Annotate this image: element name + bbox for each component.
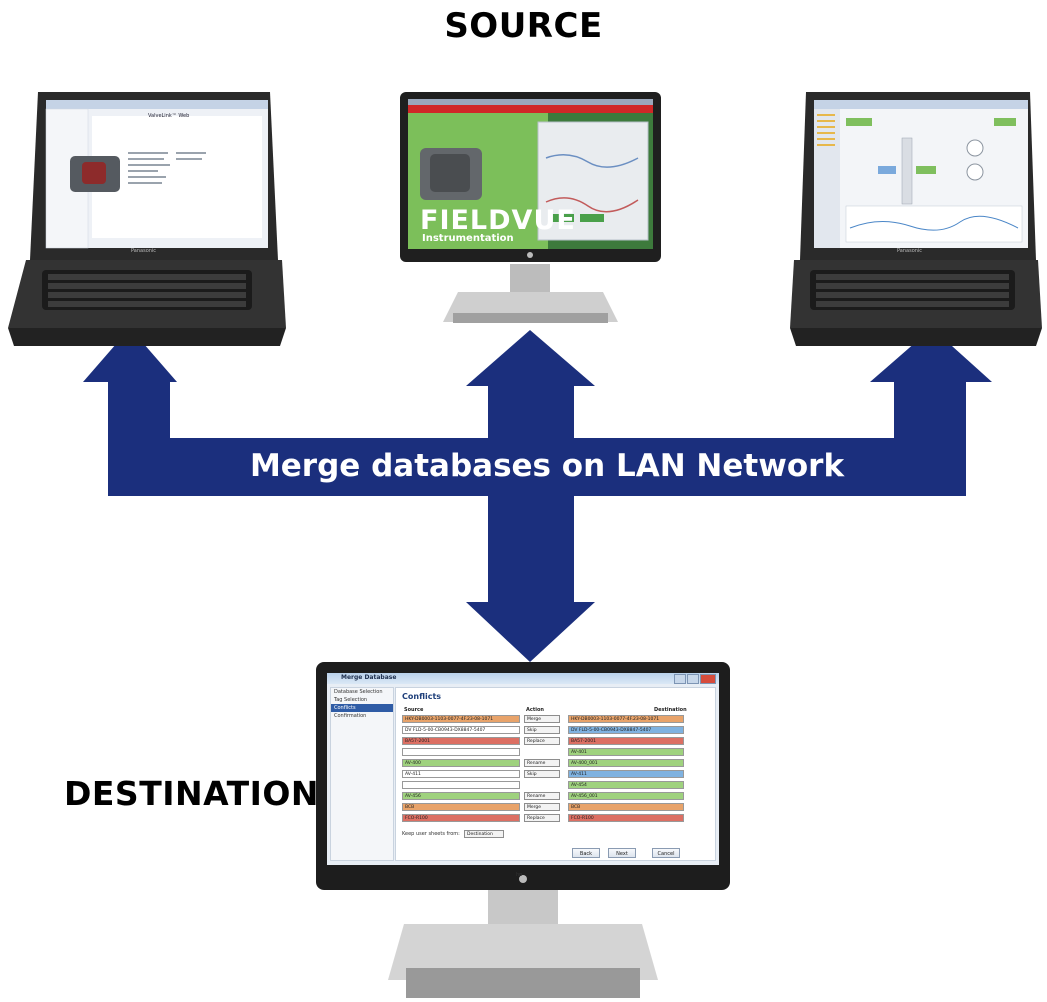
conflict-destination-cell: AV-411 [568,770,684,778]
fieldvue-brand: FIELDVUE [420,205,576,236]
cancel-button[interactable]: Cancel [652,848,680,858]
conflict-row: AV-401 [396,748,715,757]
back-button[interactable]: Back [572,848,600,858]
conflict-destination-cell: AV-456_001 [568,792,684,800]
conflict-destination-cell: FCO-R100 [568,814,684,822]
wizard-steps: Database Selection Tag Selection Conflic… [330,687,394,861]
conflict-row: FCO-R100 Replace FCO-R100 [396,814,715,823]
conflict-destination-cell: HKY-DB0003-1103-0077-4F.23-08-1071 [568,715,684,723]
conflict-action-select[interactable]: Replace [524,737,560,745]
conflict-source-cell: HKY-DB0003-1103-0077-4F.23-08-1071 [402,715,520,723]
conflict-row: AV-400 Rename AV-400_001 [396,759,715,768]
step-conflicts[interactable]: Conflicts [331,704,393,712]
monitor-bottom: hp Merge Database Database Selection Tag… [316,662,730,998]
conflict-destination-cell: AV-400_001 [568,759,684,767]
column-source: Source [404,707,424,713]
merge-database-window: Merge Database Database Selection Tag Se… [327,673,719,865]
conflict-source-cell: BCB [402,803,520,811]
step-confirmation[interactable]: Confirmation [334,713,367,719]
conflict-destination-cell: AV-454 [568,781,684,789]
laptop-right-illustration [790,92,1042,346]
keep-sheets-label: Keep user sheets from: [402,831,460,837]
column-action: Action [526,707,544,713]
conflicts-panel: Conflicts Source Action Destination HKY-… [395,687,716,861]
conflict-row: AV-454 [396,781,715,790]
conflicts-heading: Conflicts [402,692,442,701]
conflict-action-select[interactable]: Rename [524,759,560,767]
window-titlebar: Merge Database [327,673,719,684]
conflict-row: BA57-2001 Replace BA57-2001 [396,737,715,746]
monitor-hp-badge: hp [516,872,523,878]
network-arrow-shape [83,328,992,662]
minimize-button[interactable] [674,674,686,684]
close-button[interactable] [700,674,716,684]
monitor-center: FIELDVUE Instrumentation [398,92,663,332]
conflict-source-cell: AV-456 [402,792,520,800]
conflict-destination-cell: DV FLD-5-00-CB0943-DX8847-5407 [568,726,684,734]
conflict-row: HKY-DB0003-1103-0077-4F.23-08-1071 Merge H… [396,715,715,724]
conflict-source-cell [402,781,520,789]
conflict-source-cell: AV-400 [402,759,520,767]
laptop-left: ValveLink™ Web Panasonic [8,88,286,350]
laptop-left-illustration [8,92,286,346]
conflict-source-cell: FCO-R100 [402,814,520,822]
laptop-right-brand: Panasonic [897,248,923,254]
column-destination: Destination [654,707,687,713]
conflict-row: DV FLD-5-00-CB0943-DX8847-5407 Skip DV FLD… [396,726,715,735]
conflict-row: AV-456 Rename AV-456_001 [396,792,715,801]
conflict-action-select[interactable]: Skip [524,726,560,734]
laptop-left-app-title: ValveLink™ Web [148,113,190,119]
monitor-center-illustration [400,92,661,323]
destination-heading: DESTINATION [64,774,320,813]
conflict-source-cell: DV FLD-5-00-CB0943-DX8847-5407 [402,726,520,734]
conflict-action-select[interactable]: Merge [524,803,560,811]
conflict-source-cell: AV-411 [402,770,520,778]
laptop-left-brand: Panasonic [131,248,157,254]
conflict-action-select[interactable]: Replace [524,814,560,822]
merge-network-label: Merge databases on LAN Network [249,448,845,484]
conflict-source-cell: BA57-2001 [402,737,520,745]
conflict-action-select[interactable]: Skip [524,770,560,778]
conflict-action-select[interactable]: Merge [524,715,560,723]
conflict-destination-cell: AV-401 [568,748,684,756]
step-database-selection[interactable]: Database Selection [334,689,383,695]
fieldvue-subtitle: Instrumentation [422,233,514,244]
next-button[interactable]: Next [608,848,636,858]
conflict-action-select[interactable]: Rename [524,792,560,800]
conflict-row: BCB Merge BCB [396,803,715,812]
conflict-destination-cell: BCB [568,803,684,811]
maximize-button[interactable] [687,674,699,684]
conflict-destination-cell: BA57-2001 [568,737,684,745]
source-heading: SOURCE [444,6,603,46]
step-tag-selection[interactable]: Tag Selection [334,697,368,703]
laptop-right: Panasonic [780,88,1042,350]
conflict-row: AV-411 Skip AV-411 [396,770,715,779]
conflict-source-cell [402,748,520,756]
keep-sheets-select[interactable]: Destination [464,830,504,838]
window-title: Merge Database [341,674,397,681]
